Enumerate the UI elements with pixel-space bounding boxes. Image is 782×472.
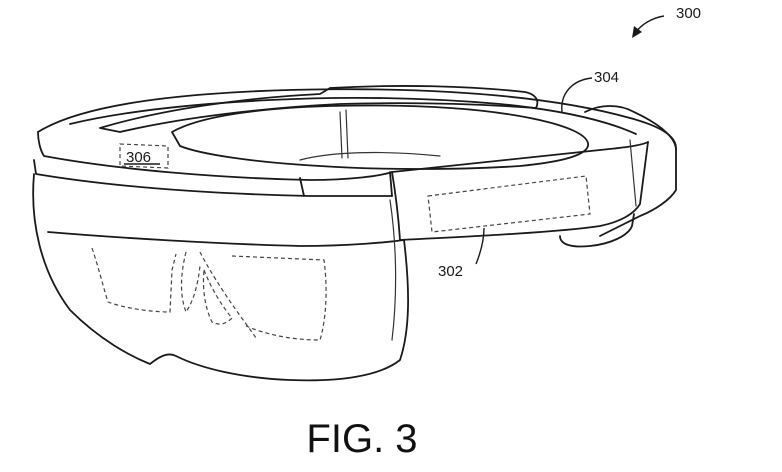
left-lens <box>91 247 177 313</box>
rear-band <box>584 105 677 151</box>
band-leader <box>561 77 593 113</box>
visor-shell <box>32 173 409 382</box>
figure-number-arrowhead <box>632 26 642 38</box>
band-callout: 304 <box>561 69 619 113</box>
figure-number-callout: 300 <box>632 5 701 38</box>
figure-number-label: 300 <box>676 5 701 22</box>
nose-piece <box>202 269 233 325</box>
sensor-outline <box>119 143 169 169</box>
figure-caption: FIG. 3 <box>306 417 417 461</box>
nose-bridge-right <box>199 251 257 339</box>
cavity-divider <box>339 109 349 159</box>
band-ref-label: 304 <box>594 69 619 86</box>
head-cavity <box>171 104 589 170</box>
sensor-callout: 306 <box>124 149 160 166</box>
module-outline <box>427 175 591 233</box>
visor-rim <box>47 231 405 247</box>
front-band-top <box>37 131 649 181</box>
nose-bridge-left <box>180 251 201 314</box>
right-lens <box>231 255 327 341</box>
sensor-ref-label: 306 <box>126 149 151 166</box>
visor-inner-edge <box>389 199 397 341</box>
figure-number-arrow <box>635 15 665 33</box>
module-leader <box>475 227 485 265</box>
cavity-floor <box>299 151 441 161</box>
module-callout: 302 <box>438 227 485 280</box>
inner-band-rim <box>69 97 637 135</box>
side-housing <box>391 141 649 241</box>
headset-device <box>32 85 677 382</box>
module-ref-label: 302 <box>438 263 463 280</box>
side-housing-seam <box>629 139 637 207</box>
rear-band-tab <box>559 213 635 248</box>
front-band-edge <box>299 171 393 197</box>
front-band-lower <box>33 159 393 197</box>
